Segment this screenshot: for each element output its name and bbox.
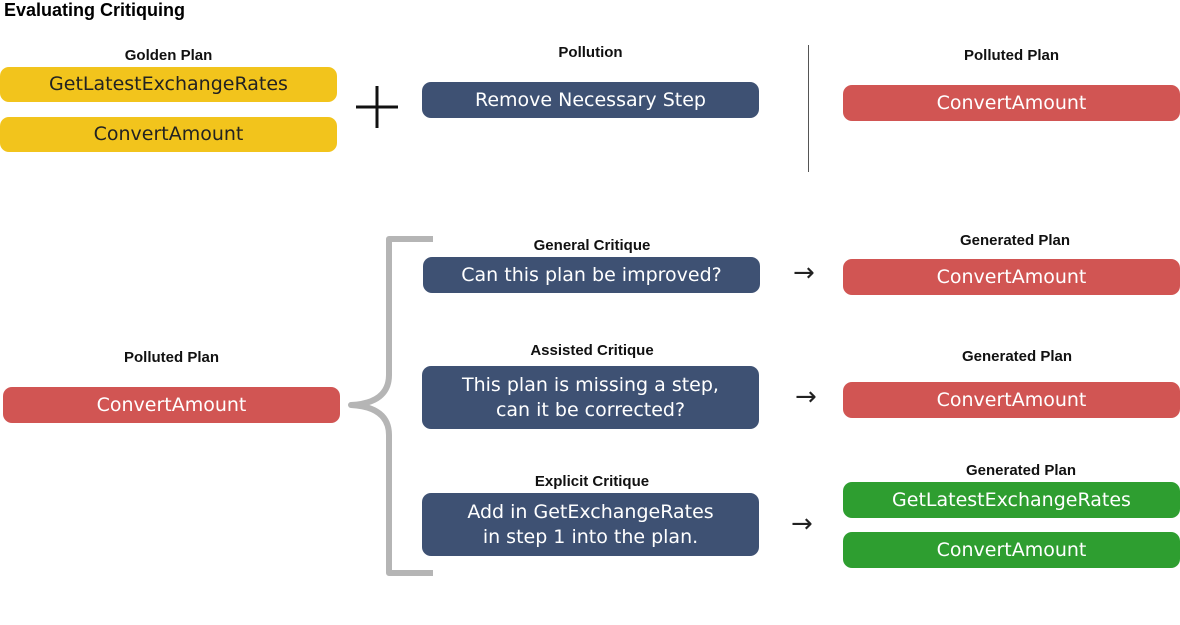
polluted-step-bottom: ConvertAmount bbox=[3, 387, 340, 423]
polluted-step-top: ConvertAmount bbox=[843, 85, 1180, 121]
generated-step-3a: GetLatestExchangeRates bbox=[843, 482, 1180, 518]
explicit-critique-prompt: Add in GetExchangeRates in step 1 into t… bbox=[422, 493, 759, 556]
diagram-title: Evaluating Critiquing bbox=[4, 0, 186, 20]
golden-step-1: GetLatestExchangeRates bbox=[0, 67, 337, 102]
golden-plan-header: Golden Plan bbox=[124, 47, 213, 64]
pollution-header: Pollution bbox=[558, 44, 623, 61]
generated-plan-header-3: Generated Plan bbox=[965, 462, 1077, 479]
curly-brace bbox=[345, 235, 437, 580]
generated-plan-header-2: Generated Plan bbox=[961, 348, 1073, 365]
golden-step-2: ConvertAmount bbox=[0, 117, 337, 152]
generated-step-3b: ConvertAmount bbox=[843, 532, 1180, 568]
assisted-critique-header: Assisted Critique bbox=[530, 342, 654, 359]
arrow-icon: → bbox=[791, 509, 813, 539]
prompt-line: This plan is missing a step, bbox=[462, 373, 719, 396]
generated-plan-header-1: Generated Plan bbox=[959, 232, 1071, 249]
prompt-line: can it be corrected? bbox=[495, 398, 686, 421]
prompt-line: Add in GetExchangeRates bbox=[467, 500, 714, 523]
pollution-action: Remove Necessary Step bbox=[422, 82, 759, 118]
prompt-line: Can this plan be improved? bbox=[461, 263, 722, 286]
explicit-critique-header: Explicit Critique bbox=[534, 473, 650, 490]
general-critique-prompt: Can this plan be improved? bbox=[423, 257, 760, 293]
polluted-plan-header-top: Polluted Plan bbox=[963, 47, 1059, 64]
plus-icon bbox=[354, 84, 400, 130]
generated-step-1a: ConvertAmount bbox=[843, 259, 1180, 295]
prompt-line: in step 1 into the plan. bbox=[482, 525, 699, 548]
assisted-critique-prompt: This plan is missing a step, can it be c… bbox=[422, 366, 759, 429]
arrow-icon: → bbox=[793, 258, 815, 288]
section-divider bbox=[808, 45, 809, 172]
polluted-plan-header-bottom: Polluted Plan bbox=[123, 349, 219, 366]
arrow-icon: → bbox=[795, 382, 817, 412]
general-critique-header: General Critique bbox=[533, 237, 651, 254]
generated-step-2a: ConvertAmount bbox=[843, 382, 1180, 418]
